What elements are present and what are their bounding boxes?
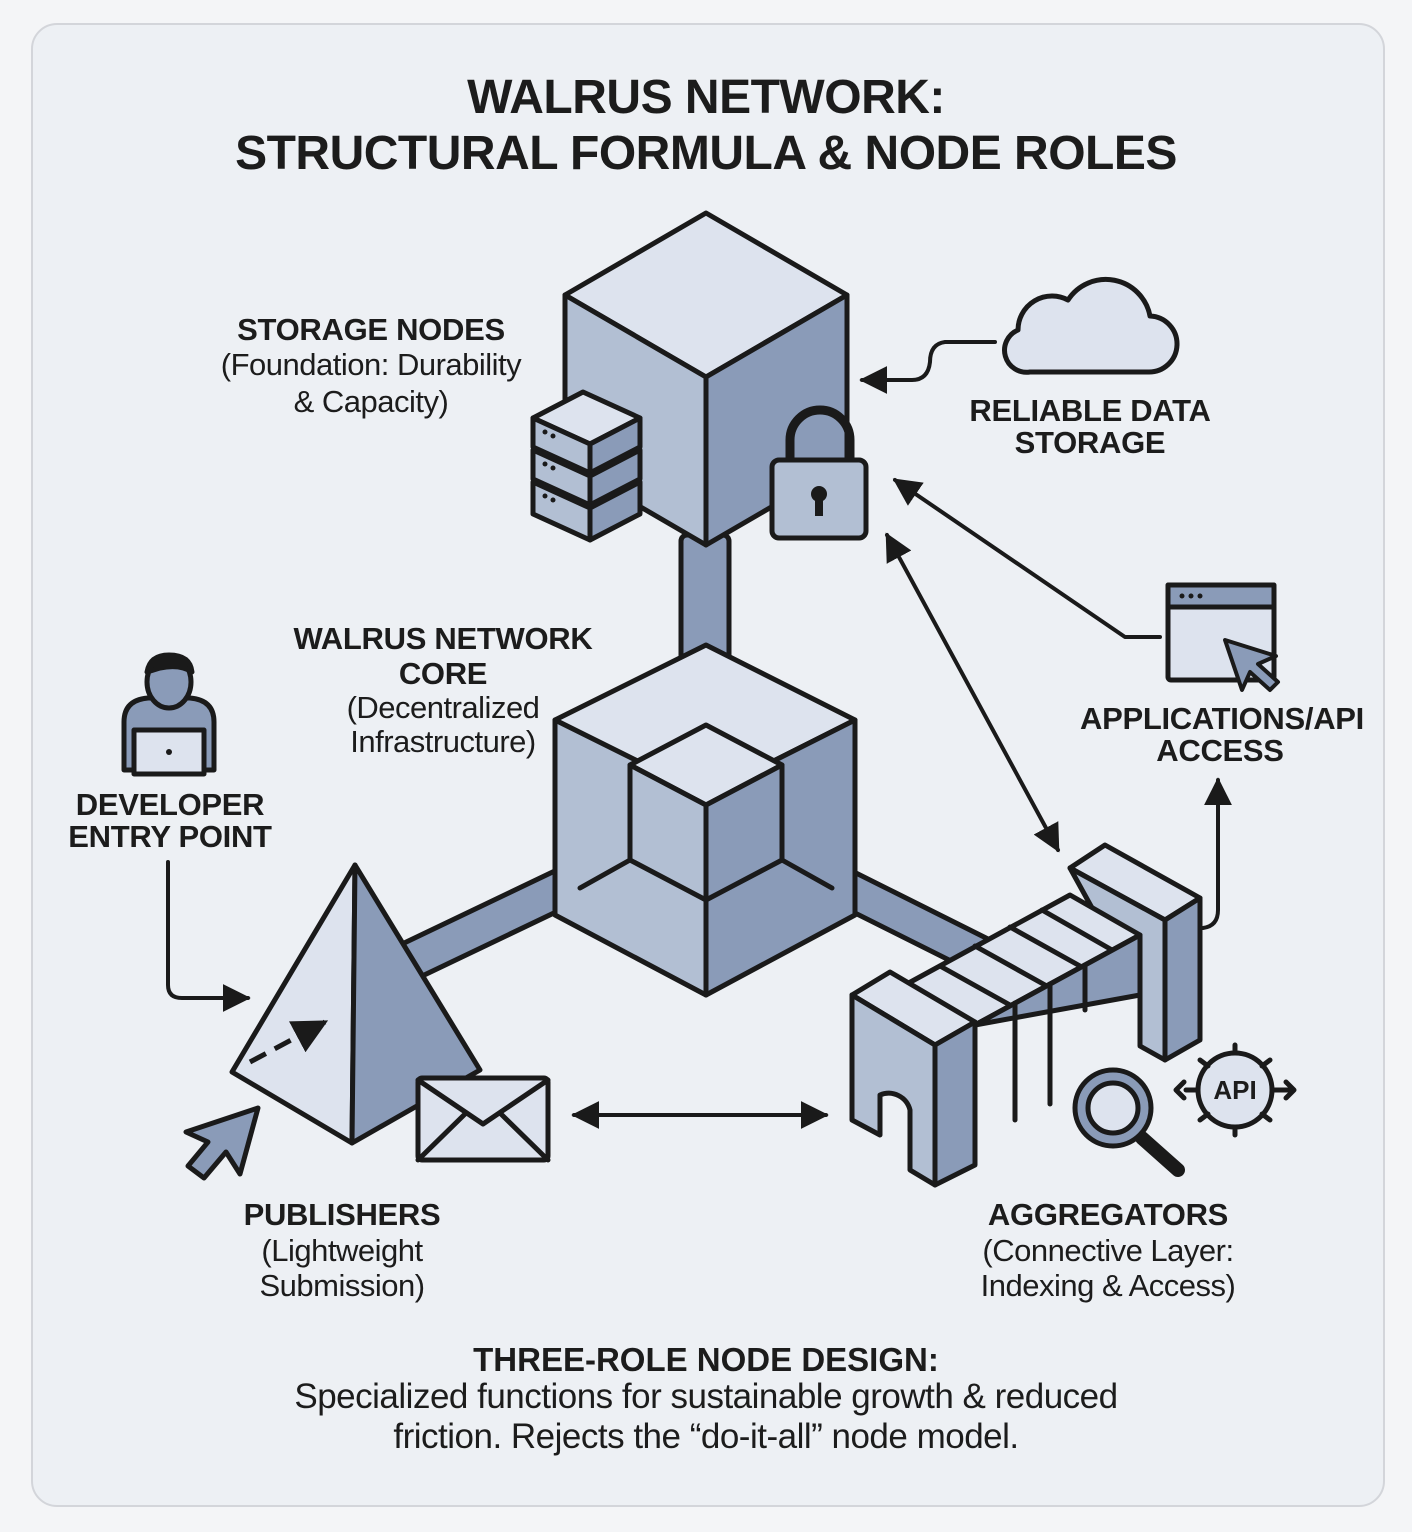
storage-nodes-heading: STORAGE NODES	[237, 312, 505, 347]
api-gear-icon	[1173, 1042, 1297, 1138]
core-desc-1: (Decentralized	[346, 690, 540, 725]
publisher-pyramid	[229, 862, 483, 1146]
cloud-icon	[1002, 276, 1180, 375]
publishers-heading: PUBLISHERS	[243, 1197, 441, 1232]
publishers-desc-1: (Lightweight	[261, 1233, 423, 1268]
aggregator-bridge	[849, 842, 1203, 1188]
applications-label-1: APPLICATIONS/API	[1080, 701, 1364, 736]
title-line-2: STRUCTURAL FORMULA & NODE ROLES	[235, 127, 1177, 180]
aggregator-storage-arrow	[885, 532, 1060, 853]
core-heading-2: CORE	[398, 656, 488, 691]
footer-line-2: friction. Rejects the “do-it-all” node m…	[393, 1417, 1019, 1456]
envelope-icon	[415, 1075, 551, 1163]
core-heading-1: WALRUS NETWORK	[293, 621, 593, 656]
reliable-storage-label-1: RELIABLE DATA	[969, 393, 1211, 428]
flow-arrows	[166, 340, 1232, 1129]
storage-nodes-desc-2: & Capacity)	[293, 384, 449, 419]
publishers-desc-2: Submission)	[259, 1268, 425, 1303]
lock-icon	[769, 405, 869, 541]
aggregators-desc-2: Indexing & Access)	[980, 1268, 1236, 1303]
aggregator-to-app-arrow	[1201, 777, 1232, 930]
aggregators-desc-1: (Connective Layer:	[982, 1233, 1234, 1268]
browser-window-icon	[1165, 582, 1280, 692]
api-badge-label: API	[1213, 1075, 1257, 1105]
network-core-cube	[552, 642, 858, 998]
developer-label-2: ENTRY POINT	[68, 819, 272, 854]
user-laptop-icon	[121, 652, 217, 777]
footer-heading: THREE-ROLE NODE DESIGN:	[473, 1341, 939, 1378]
applications-label-2: ACCESS	[1156, 733, 1284, 768]
server-stack-icon	[530, 389, 643, 543]
app-to-lock-arrow	[892, 478, 1162, 639]
reliable-storage-label-2: STORAGE	[1014, 425, 1166, 460]
developer-to-publisher-arrow	[166, 860, 251, 1012]
developer-label-1: DEVELOPER	[75, 787, 265, 822]
footer-line-1: Specialized functions for sustainable gr…	[294, 1377, 1118, 1416]
cloud-to-storage-arrow	[859, 340, 997, 394]
cursor-icon	[183, 1105, 261, 1181]
title-line-1: WALRUS NETWORK:	[467, 71, 945, 124]
storage-nodes-desc-1: (Foundation: Durability	[220, 347, 522, 382]
aggregators-heading: AGGREGATORS	[987, 1197, 1229, 1232]
magnifier-icon	[1072, 1067, 1185, 1177]
core-desc-2: Infrastructure)	[350, 724, 536, 759]
